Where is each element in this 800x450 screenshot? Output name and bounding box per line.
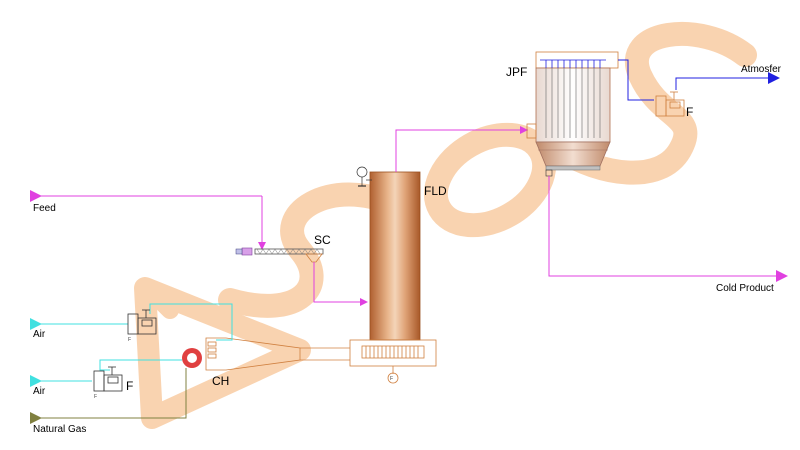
label-air-2: Air (33, 386, 46, 397)
feed-line (30, 195, 263, 248)
label-feed: Feed (33, 203, 56, 214)
air-fan-2-icon (93, 366, 123, 392)
sc-to-dryer-arrow (360, 298, 368, 306)
label-natural-gas: Natural Gas (33, 424, 86, 435)
fan-tag-small-2: F (94, 394, 97, 400)
label-fld: FLD (424, 184, 447, 198)
fan-tag-3: F (686, 105, 693, 119)
feed-arrow-down (258, 242, 266, 250)
exhaust-fan-icon (655, 91, 685, 117)
fan-tag-1: F (128, 337, 131, 343)
gas-inlet-arrow (30, 412, 42, 424)
air-inlet-arrow-2 (30, 375, 42, 387)
combustion-chamber (205, 337, 350, 371)
exhaust-arrow (768, 72, 780, 84)
air-inlet-arrow-1 (30, 318, 42, 330)
air-fan-1-icon (127, 309, 157, 335)
sc-to-dryer-line (313, 262, 366, 303)
natural-gas-line (30, 368, 187, 419)
fluid-bed-dryer (356, 126, 528, 341)
air-line-1 (30, 303, 233, 341)
jet-pulse-filter (526, 51, 619, 177)
cold-product-arrow (776, 270, 788, 282)
label-sc: SC (314, 233, 331, 247)
exhaust-line (618, 59, 770, 101)
label-jpf: JPF (506, 65, 527, 79)
cold-product-line (548, 176, 780, 277)
fan-tag-2: F (126, 379, 133, 393)
label-atmosfer: Atmosfer (741, 64, 782, 75)
fan-tag-small-1: F (390, 376, 393, 382)
burner (182, 348, 202, 368)
label-air-1: Air (33, 329, 46, 340)
label-ch: CH (212, 374, 229, 388)
feed-inlet-arrow (30, 190, 42, 202)
label-cold-product: Cold Product (716, 283, 774, 294)
watermark-asos (134, 22, 757, 429)
dryer-air-box (349, 339, 437, 384)
screw-conveyor (235, 247, 324, 263)
